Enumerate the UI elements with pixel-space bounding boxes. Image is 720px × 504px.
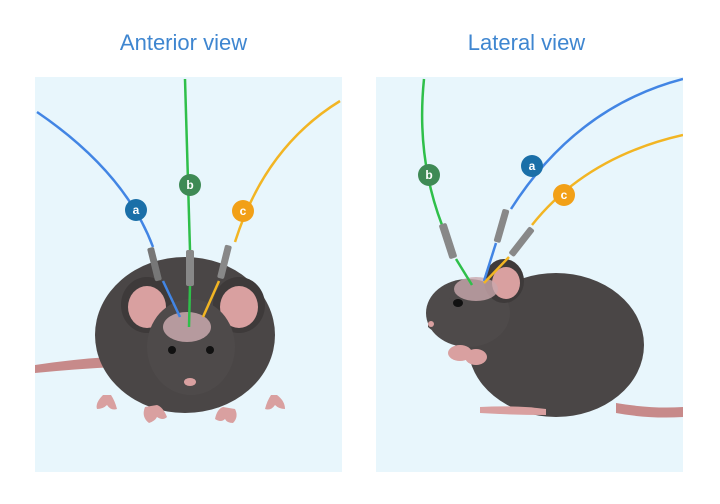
anterior-view-panel: a b c [35, 77, 342, 472]
mouse-body [468, 273, 644, 417]
fiber-label-a: a [133, 203, 140, 217]
fiber-b: b [179, 78, 201, 328]
mouse-nose [184, 378, 196, 386]
fiber-label-a: a [529, 159, 536, 173]
fiber-badge-c [553, 184, 575, 206]
fiber-label-c: c [561, 188, 568, 202]
fiber-badge-a [521, 155, 543, 177]
brain [454, 277, 498, 301]
fiber-label-b: b [186, 178, 193, 192]
mouse-paws [448, 345, 546, 415]
fiber-b: b [418, 78, 474, 286]
lateral-view-panel: b a c [376, 77, 683, 472]
fiber-c: c [483, 133, 683, 284]
panel-title-anterior: Anterior view [119, 30, 248, 55]
fiber-badge-c [232, 200, 254, 222]
panel-title-lateral: Lateral view [467, 30, 586, 55]
mouse-tail [616, 403, 683, 418]
mouse-ear-right [220, 286, 258, 328]
brain [163, 312, 211, 342]
anterior-illustration: a b c [35, 78, 341, 423]
fiber-badge-b [418, 164, 440, 186]
fiber-a: a [482, 77, 683, 282]
fiber-badge-a [125, 199, 147, 221]
fiber-label-b: b [425, 168, 432, 182]
lateral-illustration: b a c [418, 77, 683, 418]
mouse-tail [35, 357, 115, 373]
fiber-badge-b [179, 174, 201, 196]
fiber-label-c: c [240, 204, 247, 218]
mouse-ear [492, 267, 520, 299]
fiber-c: c [201, 99, 341, 318]
mouse-feet [96, 395, 285, 423]
fiber-a: a [36, 110, 182, 318]
